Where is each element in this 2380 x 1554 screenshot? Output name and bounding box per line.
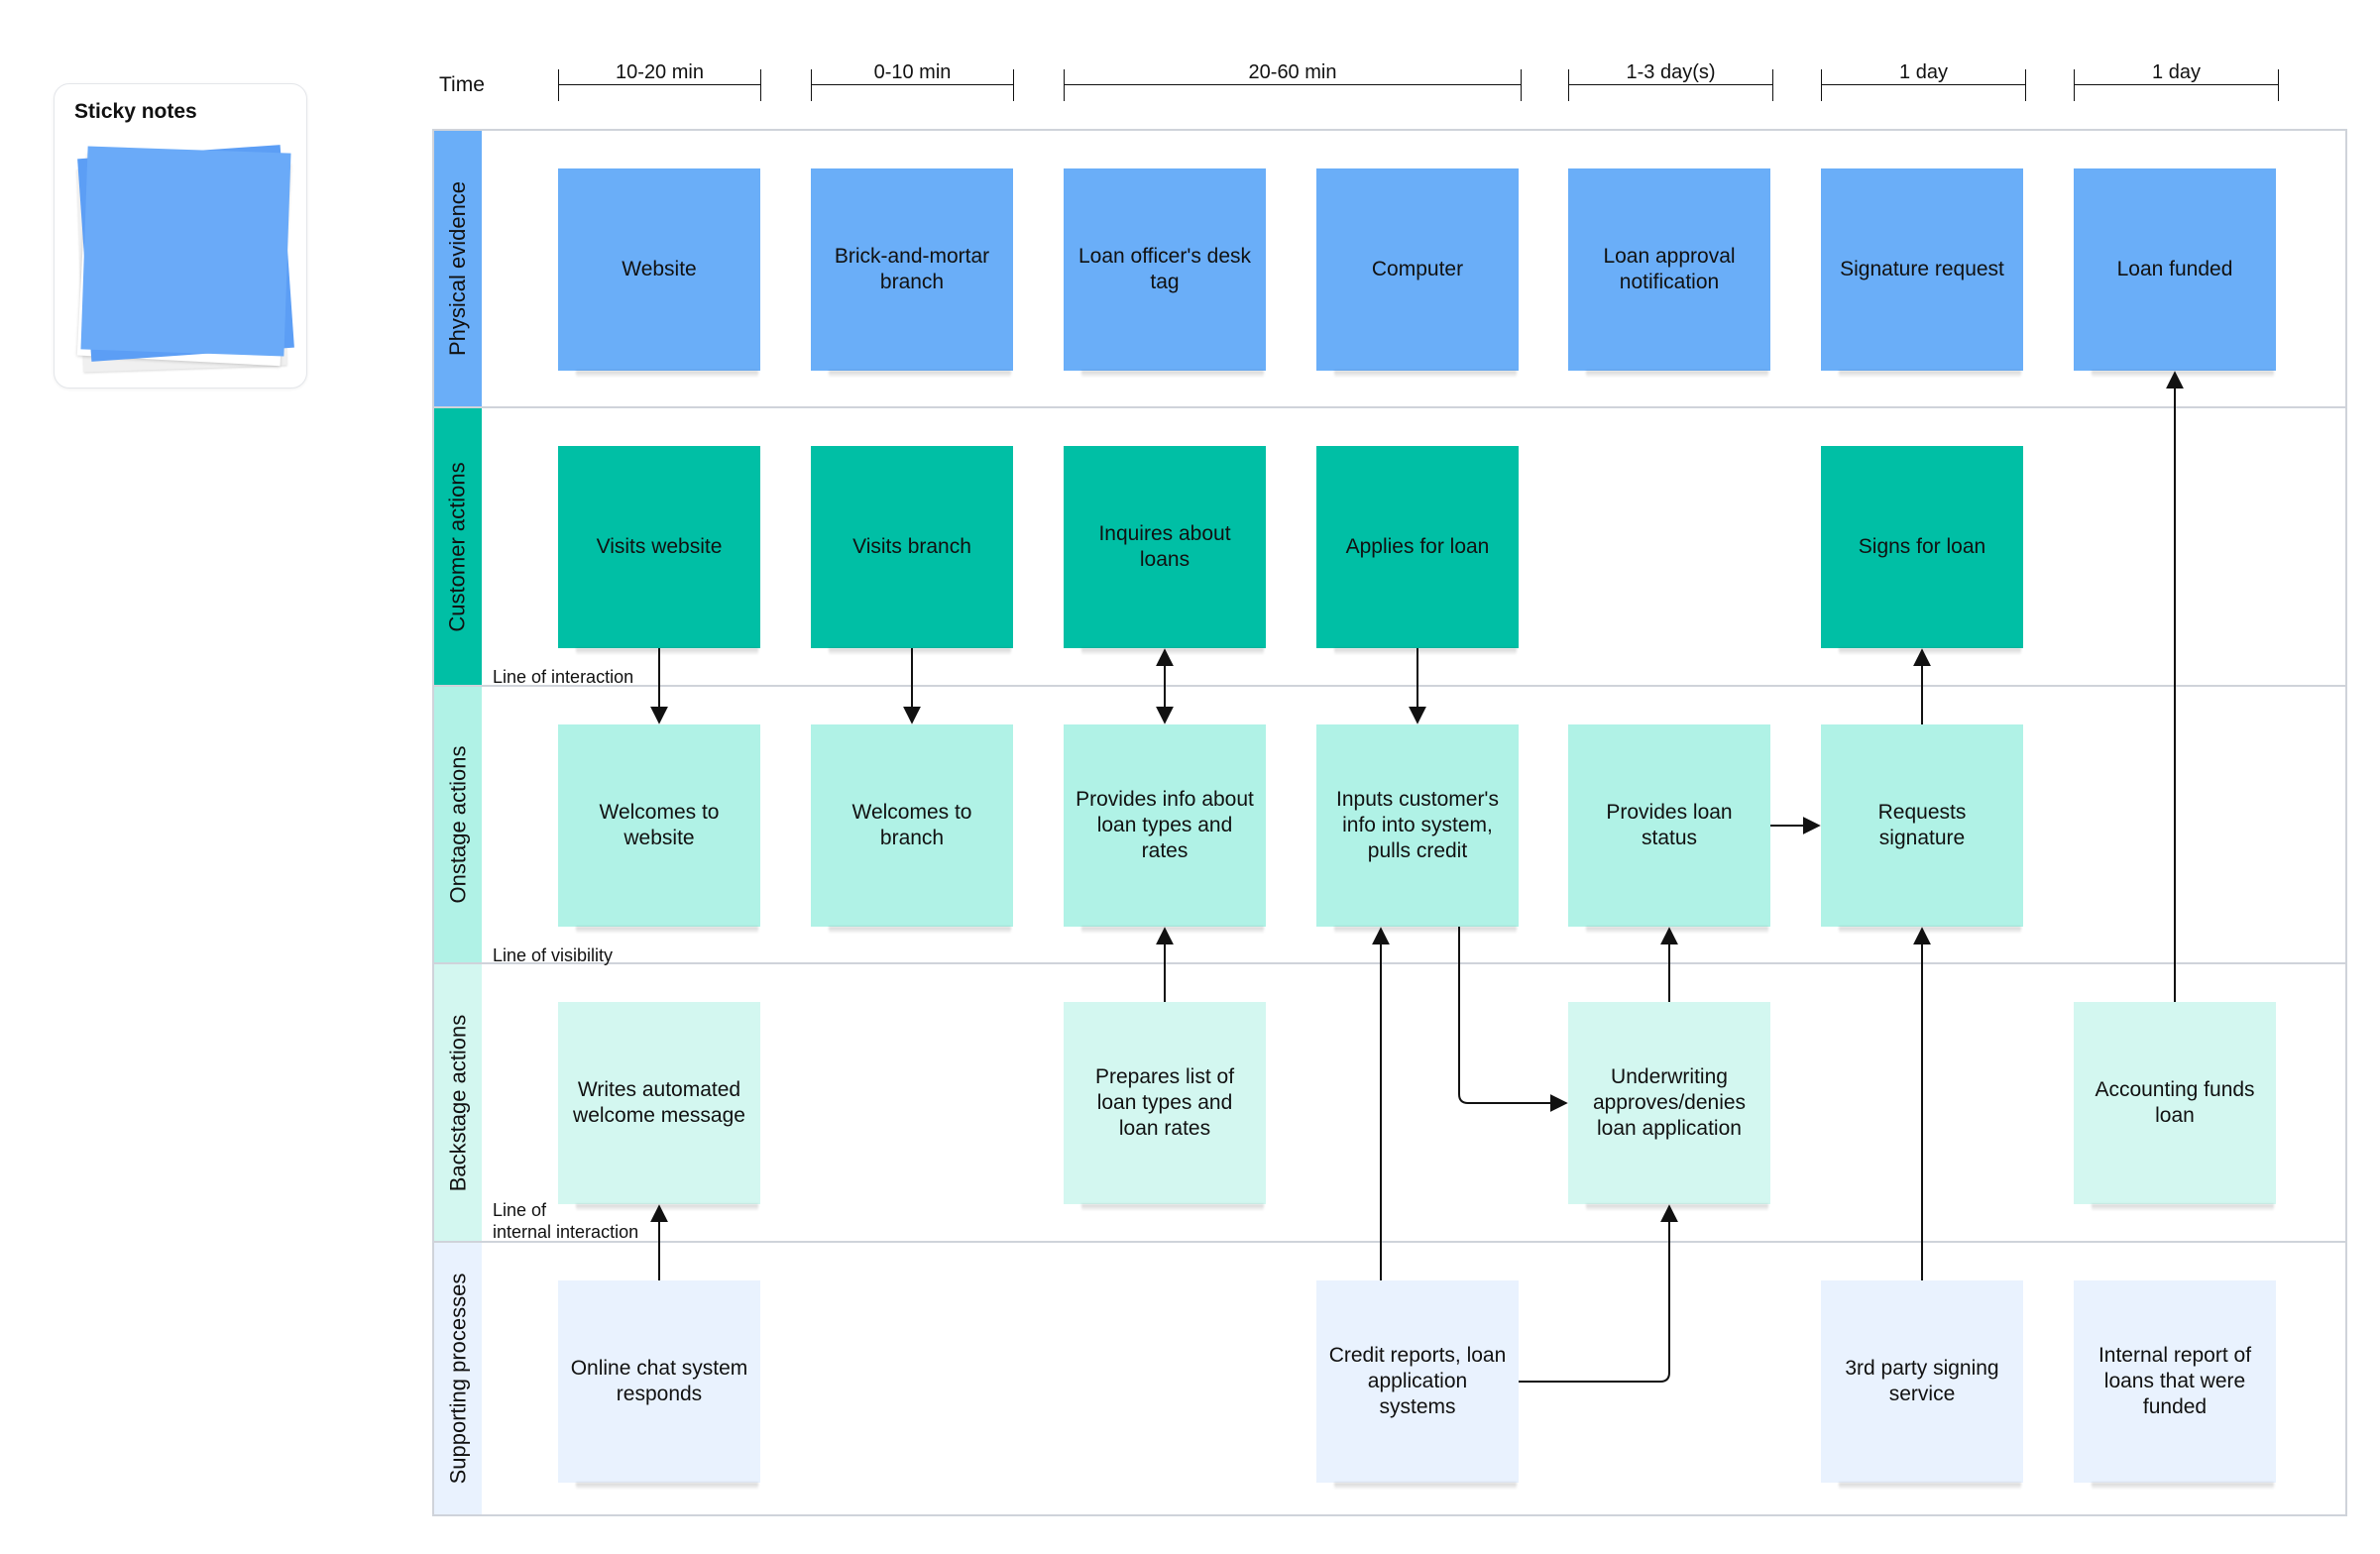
time-duration-text: 1 day bbox=[1899, 61, 1948, 83]
lane-title: Backstage actions bbox=[445, 1014, 471, 1191]
sticky-note-welcomes-to-branch[interactable]: Welcomes to branch bbox=[811, 724, 1013, 927]
sticky-note-provides-info-loan-types[interactable]: Provides info about loan types and rates bbox=[1064, 724, 1266, 927]
time-duration-text: 0-10 min bbox=[873, 61, 952, 83]
sticky-note-third-party-signing[interactable]: 3rd party signing service bbox=[1821, 1280, 2023, 1483]
lane-divider bbox=[432, 1241, 2347, 1243]
lane-title: Supporting processes bbox=[445, 1273, 471, 1485]
sticky-note-credit-reports-systems[interactable]: Credit reports, loan application systems bbox=[1316, 1280, 1519, 1483]
time-duration-text: 10-20 min bbox=[616, 61, 704, 83]
lane-divider bbox=[432, 962, 2347, 964]
time-label: Time bbox=[439, 73, 485, 96]
sticky-note-writes-automated-welcome[interactable]: Writes automated welcome message bbox=[558, 1002, 760, 1204]
lane-header-supporting-processes: Supporting processes bbox=[434, 1243, 482, 1514]
sticky-note-website[interactable]: Website bbox=[558, 168, 760, 371]
sticky-note-loan-approval-notification[interactable]: Loan approval notification bbox=[1568, 168, 1770, 371]
sticky-note-internal-report-funded[interactable]: Internal report of loans that were funde… bbox=[2074, 1280, 2276, 1483]
sticky-note-welcomes-to-website[interactable]: Welcomes to website bbox=[558, 724, 760, 927]
sticky-note-signature-request[interactable]: Signature request bbox=[1821, 168, 2023, 371]
sticky-note-inputs-customer-info[interactable]: Inputs customer's info into system, pull… bbox=[1316, 724, 1519, 927]
sticky-note-online-chat-system[interactable]: Online chat system responds bbox=[558, 1280, 760, 1483]
blueprint-frame bbox=[432, 129, 2347, 1516]
sticky-note-provides-loan-status[interactable]: Provides loan status bbox=[1568, 724, 1770, 927]
lane-divider bbox=[432, 685, 2347, 687]
sticky-note-requests-signature[interactable]: Requests signature bbox=[1821, 724, 2023, 927]
time-duration-text: 1 day bbox=[2152, 61, 2201, 83]
time-duration-5: 1 day bbox=[1821, 61, 2026, 105]
line-of-internal-interaction-label-2: internal interaction bbox=[493, 1222, 639, 1242]
line-of-internal-interaction-label-1: Line of bbox=[493, 1200, 547, 1220]
lane-header-customer-actions: Customer actions bbox=[434, 408, 482, 685]
sticky-notes-card[interactable]: Sticky notes bbox=[54, 83, 307, 388]
time-duration-1: 10-20 min bbox=[558, 61, 761, 105]
sticky-note-visits-website[interactable]: Visits website bbox=[558, 446, 760, 648]
lane-title: Onstage actions bbox=[445, 745, 471, 904]
lane-header-physical-evidence: Physical evidence bbox=[434, 131, 482, 406]
lane-header-onstage-actions: Onstage actions bbox=[434, 687, 482, 962]
sticky-notes-title: Sticky notes bbox=[74, 100, 197, 123]
sticky-note-accounting-funds-loan[interactable]: Accounting funds loan bbox=[2074, 1002, 2276, 1204]
time-duration-3: 20-60 min bbox=[1064, 61, 1522, 105]
lane-divider bbox=[432, 406, 2347, 408]
sticky-note-loan-funded[interactable]: Loan funded bbox=[2074, 168, 2276, 371]
time-duration-text: 20-60 min bbox=[1248, 61, 1337, 83]
sticky-note-signs-for-loan[interactable]: Signs for loan bbox=[1821, 446, 2023, 648]
sticky-note-brick-and-mortar-branch[interactable]: Brick-and-mortar branch bbox=[811, 168, 1013, 371]
time-duration-4: 1-3 day(s) bbox=[1568, 61, 1773, 105]
time-duration-2: 0-10 min bbox=[811, 61, 1014, 105]
lane-title: Customer actions bbox=[445, 461, 470, 632]
line-of-interaction-label: Line of interaction bbox=[493, 667, 634, 687]
sticky-note-loan-officer-desk-tag[interactable]: Loan officer's desk tag bbox=[1064, 168, 1266, 371]
lane-header-backstage-actions: Backstage actions bbox=[434, 964, 482, 1241]
line-of-visibility-label: Line of visibility bbox=[493, 945, 614, 965]
lane-title: Physical evidence bbox=[445, 180, 471, 357]
sticky-note-visits-branch[interactable]: Visits branch bbox=[811, 446, 1013, 648]
time-duration-text: 1-3 day(s) bbox=[1626, 61, 1716, 83]
sticky-note-inquires-about-loans[interactable]: Inquires about loans bbox=[1064, 446, 1266, 648]
sticky-note-underwriting-approves[interactable]: Underwriting approves/denies loan applic… bbox=[1568, 1002, 1770, 1204]
sticky-note-computer[interactable]: Computer bbox=[1316, 168, 1519, 371]
sticky-notes-stack-icon bbox=[74, 144, 294, 373]
sticky-note-prepares-list-loan-types[interactable]: Prepares list of loan types and loan rat… bbox=[1064, 1002, 1266, 1204]
sticky-note-applies-for-loan[interactable]: Applies for loan bbox=[1316, 446, 1519, 648]
time-duration-6: 1 day bbox=[2074, 61, 2279, 105]
